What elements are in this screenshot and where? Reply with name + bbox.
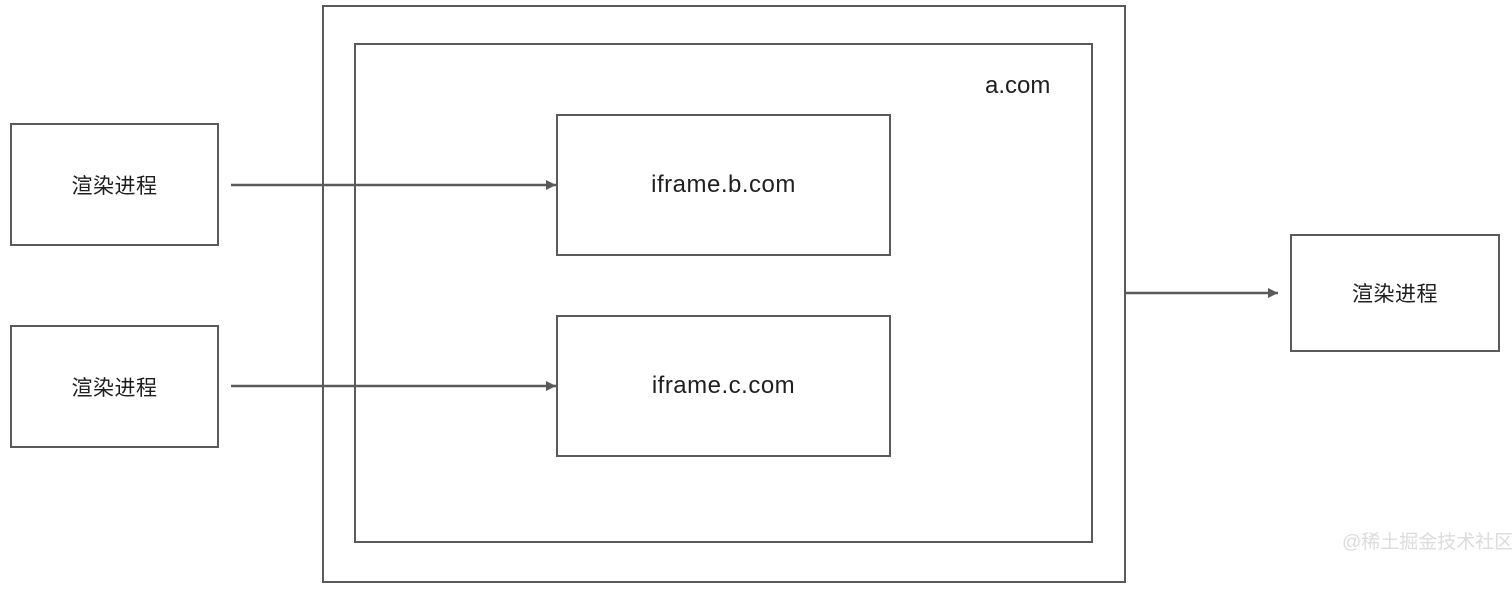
render-process-box-c[interactable]: 渲染进程 [10, 325, 219, 448]
render-process-box-main[interactable]: 渲染进程 [1290, 234, 1500, 352]
watermark-text: @稀土掘金技术社区 [1342, 532, 1512, 553]
iframe-box-b[interactable]: iframe.b.com [556, 114, 891, 256]
render-process-box-main-label: 渲染进程 [1352, 283, 1438, 306]
browser-outer-container [322, 5, 1126, 583]
iframe-box-b-label: iframe.b.com [651, 171, 796, 198]
render-process-box-b[interactable]: 渲染进程 [10, 123, 219, 246]
iframe-box-c[interactable]: iframe.c.com [556, 315, 891, 457]
page-container-a-com [354, 43, 1093, 543]
render-process-box-c-label: 渲染进程 [71, 376, 158, 400]
page-label-a-com: a.com [985, 72, 1051, 99]
iframe-box-c-label: iframe.c.com [651, 372, 796, 399]
render-process-box-b-label: 渲染进程 [71, 174, 158, 198]
